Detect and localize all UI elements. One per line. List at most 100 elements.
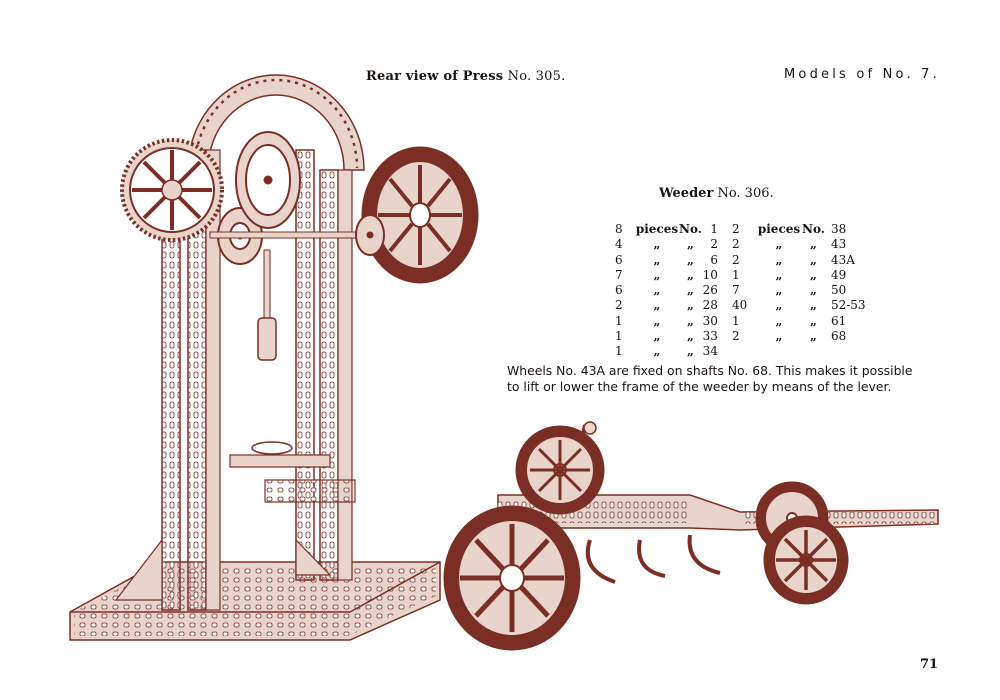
parts-qty: 2 bbox=[732, 252, 740, 267]
parts-ditto-2: No. bbox=[802, 222, 825, 236]
press-table bbox=[229, 441, 356, 503]
parts-ditto-1: „ bbox=[653, 329, 661, 344]
parts-qty: 2 bbox=[732, 329, 740, 344]
weeder-illustration bbox=[443, 421, 939, 651]
press-caption-bold: Rear view of Press bbox=[366, 69, 504, 84]
weeder-note-line-2: to lift or lower the frame of the weeder… bbox=[507, 379, 892, 394]
parts-qty: 2 bbox=[732, 222, 740, 236]
press-caption: Rear view of Press No. 305. bbox=[366, 69, 565, 84]
weeder-title: Weeder No. 306. bbox=[659, 186, 774, 201]
parts-ditto-2: „ bbox=[687, 252, 694, 267]
parts-part-number: 34 bbox=[702, 344, 718, 359]
parts-ditto-2: „ bbox=[687, 298, 694, 313]
parts-qty: 2 bbox=[732, 237, 740, 252]
parts-ditto-2: „ bbox=[810, 252, 817, 267]
parts-row: 6 „ „ 6 bbox=[615, 253, 718, 268]
parts-ditto-2: „ bbox=[810, 298, 817, 313]
parts-part-number: 33 bbox=[702, 329, 718, 344]
parts-row: 4 „ „ 2 bbox=[615, 237, 718, 252]
press-pulley-middle bbox=[235, 131, 301, 229]
parts-qty: 6 bbox=[615, 252, 623, 267]
press-columns bbox=[161, 149, 353, 611]
parts-ditto-2: „ bbox=[687, 344, 694, 359]
parts-qty: 8 bbox=[615, 222, 623, 236]
parts-ditto-1: „ bbox=[653, 237, 661, 252]
parts-qty: 2 bbox=[615, 298, 623, 313]
parts-ditto-1: „ bbox=[653, 313, 661, 328]
parts-row: 1 „ „ 61 bbox=[732, 314, 869, 329]
parts-part-number: 38 bbox=[830, 222, 847, 236]
parts-ditto-1: „ bbox=[653, 344, 661, 359]
parts-part-number: 26 bbox=[702, 283, 718, 298]
parts-qty: 6 bbox=[615, 283, 623, 298]
parts-row: 1 „ „ 49 bbox=[732, 268, 869, 283]
parts-ditto-1: „ bbox=[653, 252, 661, 267]
parts-ditto-1: „ bbox=[653, 267, 661, 282]
parts-qty: 1 bbox=[615, 344, 623, 359]
parts-part-number: 68 bbox=[830, 329, 847, 344]
parts-ditto-1: „ bbox=[653, 283, 661, 298]
parts-ditto-1: „ bbox=[653, 298, 661, 313]
parts-ditto-2: „ bbox=[810, 267, 817, 282]
page-number: 71 bbox=[920, 657, 939, 672]
press-spindle bbox=[263, 249, 271, 321]
weeder-wheel-right-front bbox=[763, 515, 849, 605]
parts-part-number: 52-53 bbox=[830, 298, 866, 313]
press-gear-wheel bbox=[120, 138, 224, 242]
parts-part-number: 50 bbox=[830, 283, 847, 298]
parts-row: 1 „ „ 30 bbox=[615, 314, 718, 329]
parts-part-number: 49 bbox=[830, 267, 847, 282]
parts-qty: 7 bbox=[615, 267, 623, 282]
parts-row: 2 „ „ 43 bbox=[732, 237, 869, 252]
parts-ditto-2: No. bbox=[679, 222, 702, 236]
parts-row: 7 „ „ 50 bbox=[732, 283, 869, 298]
parts-ditto-1: „ bbox=[775, 267, 783, 282]
weeder-title-bold: Weeder bbox=[659, 186, 714, 201]
parts-row: 6„„26 bbox=[615, 283, 718, 298]
parts-row: 40 „ „ 52-53 bbox=[732, 298, 869, 313]
weeder-note-line-1: Wheels No. 43A are fixed on shafts No. 6… bbox=[507, 363, 913, 378]
press-shaft bbox=[209, 231, 371, 239]
parts-qty: 1 bbox=[732, 267, 740, 282]
parts-ditto-2: „ bbox=[810, 237, 817, 252]
parts-ditto-2: „ bbox=[687, 329, 694, 344]
weeder-wheel-back bbox=[515, 425, 605, 515]
parts-ditto-1: „ bbox=[775, 237, 783, 252]
parts-row: 2 „ „ 28 bbox=[615, 298, 718, 313]
parts-qty: 4 bbox=[615, 237, 623, 252]
parts-part-number: 2 bbox=[710, 237, 718, 252]
parts-part-number: 61 bbox=[830, 313, 847, 328]
parts-ditto-1: „ bbox=[775, 252, 783, 267]
weeder-wheel-front bbox=[443, 505, 581, 651]
parts-part-number: 28 bbox=[702, 298, 718, 313]
parts-qty: 7 bbox=[732, 283, 740, 298]
parts-qty: 1 bbox=[732, 313, 740, 328]
parts-part-number: 30 bbox=[702, 313, 718, 328]
parts-ditto-1: „ bbox=[775, 313, 783, 328]
parts-ditto-1: „ bbox=[775, 329, 783, 344]
parts-qty: 1 bbox=[615, 313, 623, 328]
press-caption-number: No. 305. bbox=[507, 69, 566, 84]
parts-part-number: 6 bbox=[710, 252, 718, 267]
parts-ditto-2: „ bbox=[810, 313, 817, 328]
parts-ditto-2: „ bbox=[687, 267, 694, 282]
parts-ditto-1: „ bbox=[775, 298, 783, 313]
parts-row: 1„„33 bbox=[615, 329, 718, 344]
parts-row: 7 „ „ 10 bbox=[615, 268, 718, 283]
weeder-title-number: No. 306. bbox=[717, 186, 774, 201]
parts-ditto-2: „ bbox=[687, 237, 694, 252]
parts-part-number: 43 bbox=[830, 237, 847, 252]
parts-part-number: 10 bbox=[702, 267, 718, 282]
parts-ditto-2: „ bbox=[810, 283, 817, 298]
parts-row: 1 „ „ 34 bbox=[615, 344, 718, 359]
parts-qty: 40 bbox=[732, 298, 748, 313]
parts-ditto-1: „ bbox=[775, 283, 783, 298]
press-arch bbox=[187, 74, 365, 171]
parts-row: 2„„68 bbox=[732, 329, 869, 344]
parts-ditto-2: „ bbox=[687, 313, 694, 328]
parts-ditto-1: pieces bbox=[635, 222, 679, 236]
